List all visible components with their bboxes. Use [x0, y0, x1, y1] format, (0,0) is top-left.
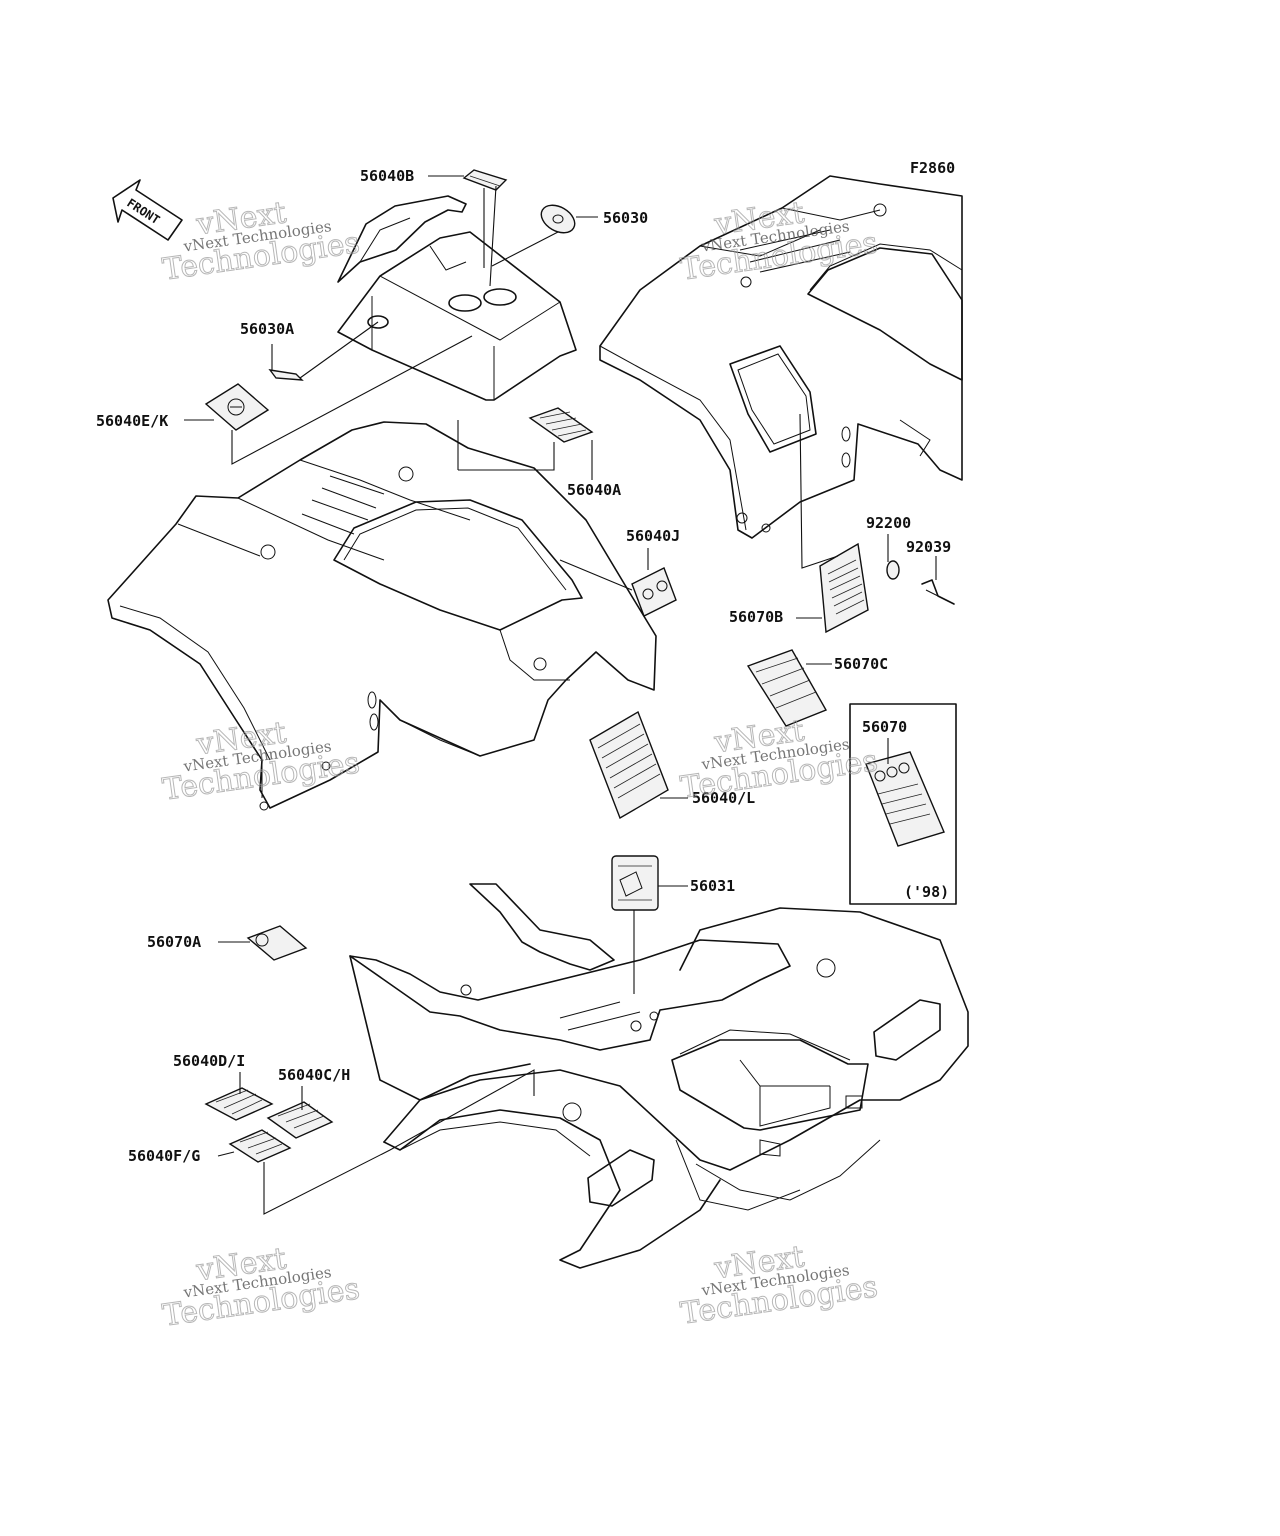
- rear-carrier-drawing: [349, 883, 969, 1269]
- part-92200-washer: [886, 560, 900, 580]
- decal-56070A: [246, 925, 308, 961]
- label-56070A: 56070A: [147, 933, 201, 951]
- figure-code: F2860: [910, 159, 955, 177]
- rear-fender-drawing: [599, 175, 963, 539]
- label-56040B: 56040B: [360, 167, 414, 185]
- label-56031: 56031: [690, 877, 735, 895]
- front-fender-drawing: [107, 195, 657, 811]
- decal-56040B: [462, 169, 508, 191]
- box-56070: [849, 703, 957, 905]
- decal-56040DI: [204, 1087, 274, 1121]
- watermark-top-right: vNext vNext Technologies Technologies: [678, 195, 880, 288]
- label-56040CH: 56040C/H: [278, 1066, 350, 1084]
- watermark-bottom-right: vNext vNext Technologies Technologies: [678, 1239, 880, 1332]
- watermark-mid-right: vNext vNext Technologies Technologies: [678, 713, 880, 806]
- label-56040A: 56040A: [567, 481, 621, 499]
- decal-56040EK: [204, 383, 270, 431]
- decal-56040CH: [266, 1101, 334, 1139]
- decal-56040FG: [228, 1129, 292, 1163]
- front-arrow-icon: FRONT: [112, 179, 183, 241]
- label-56040FG: 56040F/G: [128, 1147, 200, 1165]
- front-label: FRONT: [124, 196, 162, 227]
- label-56070: 56070: [862, 718, 907, 736]
- decal-56070C: [746, 649, 828, 727]
- label-56030A: 56030A: [240, 320, 294, 338]
- watermark-top-left: vNext vNext Technologies Technologies: [160, 195, 362, 288]
- decal-56040L: [589, 710, 669, 820]
- decal-56040A: [528, 407, 594, 443]
- decal-56030A: [268, 369, 304, 381]
- decal-56031: [611, 855, 659, 911]
- label-56070C: 56070C: [834, 655, 888, 673]
- label-56070B: 56070B: [729, 608, 783, 626]
- label-56040EK: 56040E/K: [96, 412, 168, 430]
- part-92039-pin: [921, 579, 955, 605]
- watermark-bottom-left: vNext vNext Technologies Technologies: [160, 1241, 362, 1334]
- label-56030: 56030: [603, 209, 648, 227]
- decal-56040J: [631, 567, 677, 617]
- label-56040DI: 56040D/I: [173, 1052, 245, 1070]
- label-56040J: 56040J: [626, 527, 680, 545]
- label-92200: 92200: [866, 514, 911, 532]
- label-92039: 92039: [906, 538, 951, 556]
- watermark-mid-left: vNext vNext Technologies Technologies: [160, 715, 362, 808]
- decal-56070B: [819, 542, 869, 634]
- decal-56030: [540, 204, 576, 234]
- label-56040L: 56040/L: [692, 789, 755, 807]
- leader-lines: [184, 175, 937, 1215]
- label-56070-year: ('98): [904, 883, 949, 901]
